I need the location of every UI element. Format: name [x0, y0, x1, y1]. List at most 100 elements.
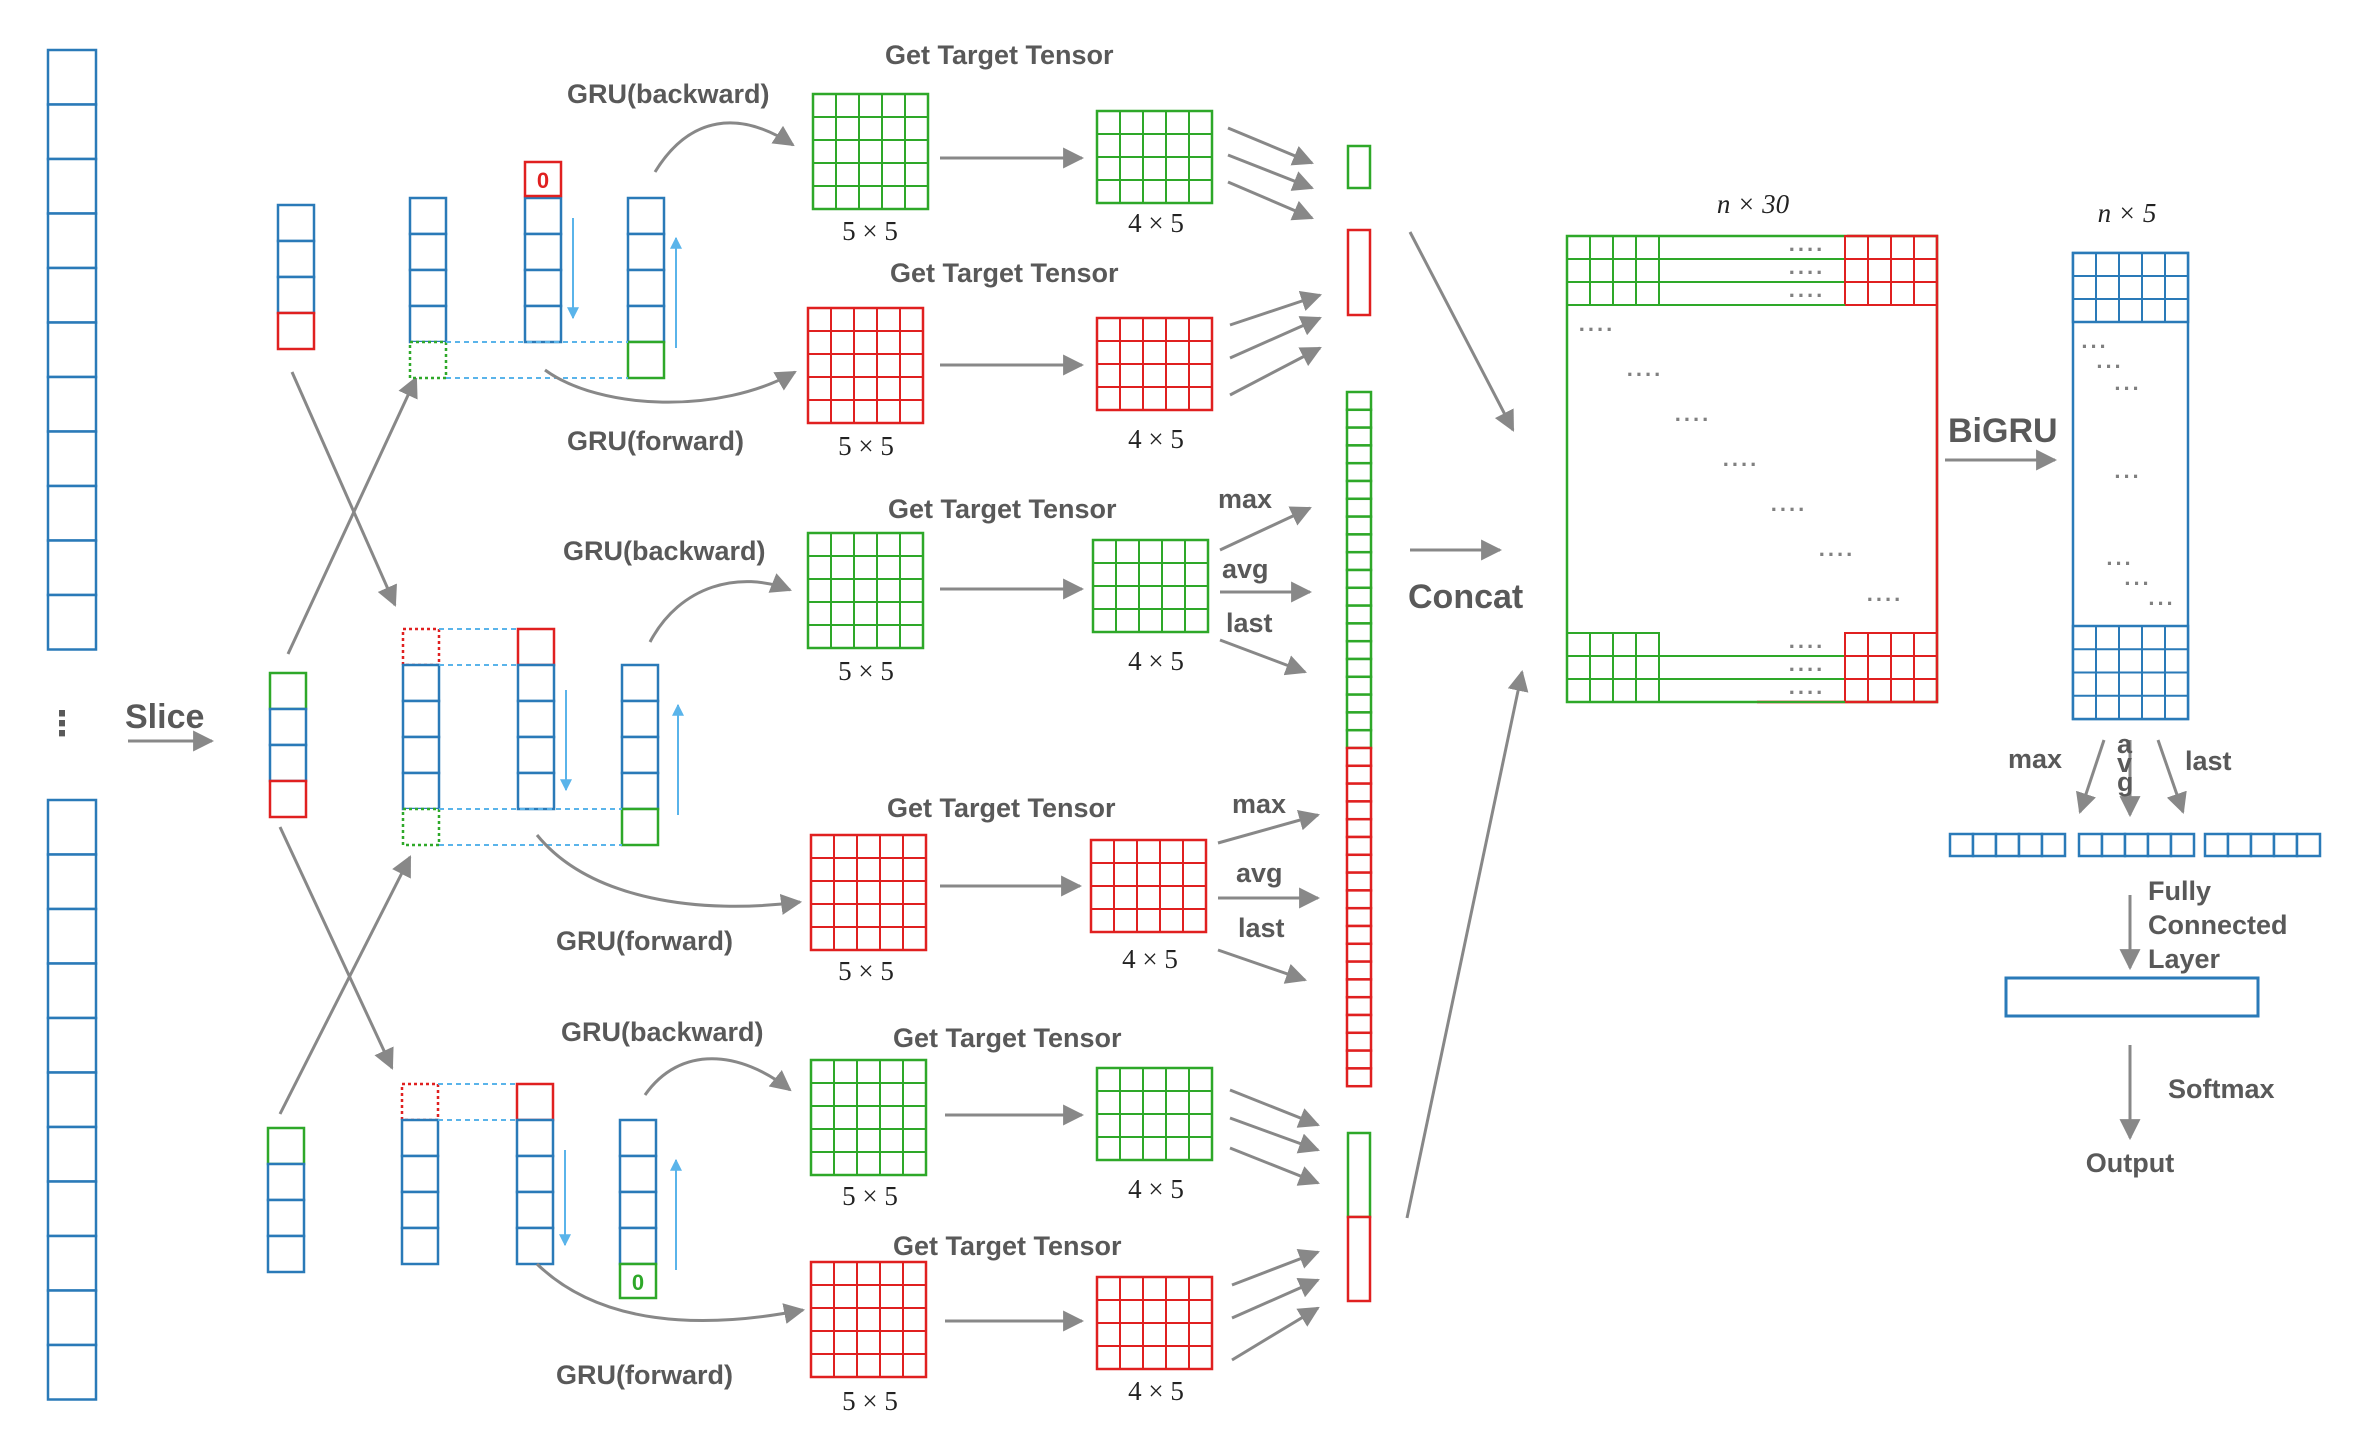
gru-col-c-cell [620, 771, 660, 811]
gru-col-b [523, 196, 563, 344]
gru-forward-label-3: GRU(forward) [556, 1360, 733, 1390]
fc-label-line1: Fully [2148, 876, 2211, 906]
matrix-labels: Get Target Tensor Get Target Tensor Get … [556, 40, 1122, 1390]
gru-col-c-cell [620, 735, 660, 775]
vec-middle-long-cell [1345, 853, 1373, 874]
slice-3-cell [266, 1162, 306, 1202]
vec-top-green-cell [1346, 144, 1372, 190]
gru-col-c-cell [626, 268, 666, 308]
input-top-cells-cell [46, 321, 98, 379]
vec-top-green [1346, 144, 1372, 190]
big-matrix-bottom-rows-dots: .... [1789, 651, 1825, 676]
softmax-label: Softmax [2168, 1074, 2275, 1104]
vec-middle-long-cell [1345, 746, 1373, 768]
gru-col-a-cell [401, 663, 441, 703]
vec-middle-long-cell [1345, 550, 1373, 572]
vec-top-red-cell [1346, 228, 1372, 317]
gru-col-a-cell [401, 771, 441, 811]
input-top-cells-cell [46, 48, 98, 106]
input-top-cells-cell [46, 539, 98, 597]
gru-col-c [620, 663, 660, 847]
big-matrix-diagonal-dots: .... [1867, 581, 1903, 606]
get-target-tensor-label-2: Get Target Tensor [890, 258, 1119, 288]
big-matrix-top-rows-dots: .... [1789, 231, 1825, 256]
input-top-cells-cell [46, 430, 98, 488]
slice-1 [276, 203, 316, 351]
input-bottom-cells-cell [46, 1343, 98, 1401]
vec-middle-long-cell [1345, 835, 1373, 857]
gru-col-a-cell [408, 196, 448, 236]
vec-middle-long-cell [1345, 924, 1373, 946]
vec-middle-long-cell [1345, 817, 1373, 839]
final-vector-cell [2169, 832, 2196, 858]
gru-col-c-cell [618, 1154, 658, 1194]
matrix-dim-label-6: 4 × 5 [1128, 646, 1184, 676]
gru-col-b-cell [523, 304, 563, 344]
matrix-3 [806, 306, 925, 425]
matrix-10 [1095, 1066, 1214, 1162]
big-matrix-top-rows-dots: .... [1789, 277, 1825, 302]
vec-middle-long-cell [1345, 693, 1373, 714]
big-matrix-bottom-rows-dots: .... [1789, 628, 1825, 653]
concat-matrix-n30: ........................................… [1565, 231, 1939, 704]
n5-matrix-dots: ... [2106, 545, 2133, 570]
slice-2-cell [268, 671, 308, 711]
vec-middle-long-cell [1345, 639, 1373, 661]
final-vector-cell [2100, 832, 2127, 858]
vec-middle-long-cell [1345, 604, 1373, 625]
gru-col-a-cell [401, 699, 441, 739]
gru-col-b-cell [523, 196, 563, 236]
matrix-9-border [809, 1058, 928, 1177]
gru-col-b-cell [515, 1154, 555, 1194]
big-matrix-bottom-rows-red-cell [1913, 678, 1938, 703]
gru-col-a-cell [400, 1154, 440, 1194]
pooled-vectors [1345, 144, 1373, 1303]
vec-middle-long-cell [1345, 586, 1373, 607]
final-vector-cell [2295, 832, 2322, 858]
vec-middle-long-cell [1345, 800, 1373, 821]
bigru-label: BiGRU [1948, 412, 2058, 450]
gru-col-a-cell [400, 1226, 440, 1266]
vec-middle-long [1345, 390, 1373, 1088]
get-target-tensor-label-6: Get Target Tensor [893, 1231, 1122, 1261]
vec-bottom-green [1346, 1131, 1372, 1219]
avg-label-1: avg [1222, 554, 1269, 584]
gru-forward-label-1: GRU(forward) [567, 426, 744, 456]
input-bottom-cells-cell [46, 1016, 98, 1074]
gru-col-b-cell [515, 1190, 555, 1230]
gru-col-c [626, 196, 666, 380]
gru-col-c-cell [618, 1226, 658, 1266]
slice-1-cell [276, 275, 316, 315]
n5-matrix-dots: ... [2096, 348, 2123, 373]
matrix-1-border [811, 92, 930, 211]
gru-forward-label-2: GRU(forward) [556, 926, 733, 956]
input-bottom-cells-cell [46, 798, 98, 856]
gru-group-3: 0 [400, 1082, 682, 1300]
input-top-cells [46, 48, 98, 651]
gru-group-1: 0 [408, 160, 682, 380]
max-label-2: max [1232, 789, 1286, 819]
matrix-dim-label-8: 4 × 5 [1122, 944, 1178, 974]
gru-col-c-cell [620, 699, 660, 739]
vec-middle-long-cell [1345, 960, 1373, 981]
matrix-dim-label-10: 4 × 5 [1128, 1174, 1184, 1204]
slice-3 [266, 1126, 306, 1274]
n5-matrix-dots: ... [2114, 458, 2141, 483]
input-top-cells-cell [46, 157, 98, 215]
final-vector-cell [2040, 832, 2067, 858]
final-avg-a: a [2117, 729, 2133, 759]
matrix-12 [1095, 1275, 1214, 1371]
vec-bottom-red-cell [1346, 1215, 1372, 1303]
vec-middle-long-cell [1345, 568, 1373, 590]
input-bottom-cells-cell [46, 1180, 98, 1238]
input-bottom-cells-cell [46, 853, 98, 911]
gru-col-b [516, 627, 556, 811]
fc-label-line2: Connected [2148, 910, 2288, 940]
max-label-1: max [1218, 484, 1272, 514]
input-bottom-cells-cell [46, 1125, 98, 1183]
gru-col-a-cell [400, 1118, 440, 1158]
final-vector-2 [2077, 832, 2196, 858]
gru-col-c [618, 1118, 658, 1266]
vec-middle-long-cell [1345, 978, 1373, 999]
